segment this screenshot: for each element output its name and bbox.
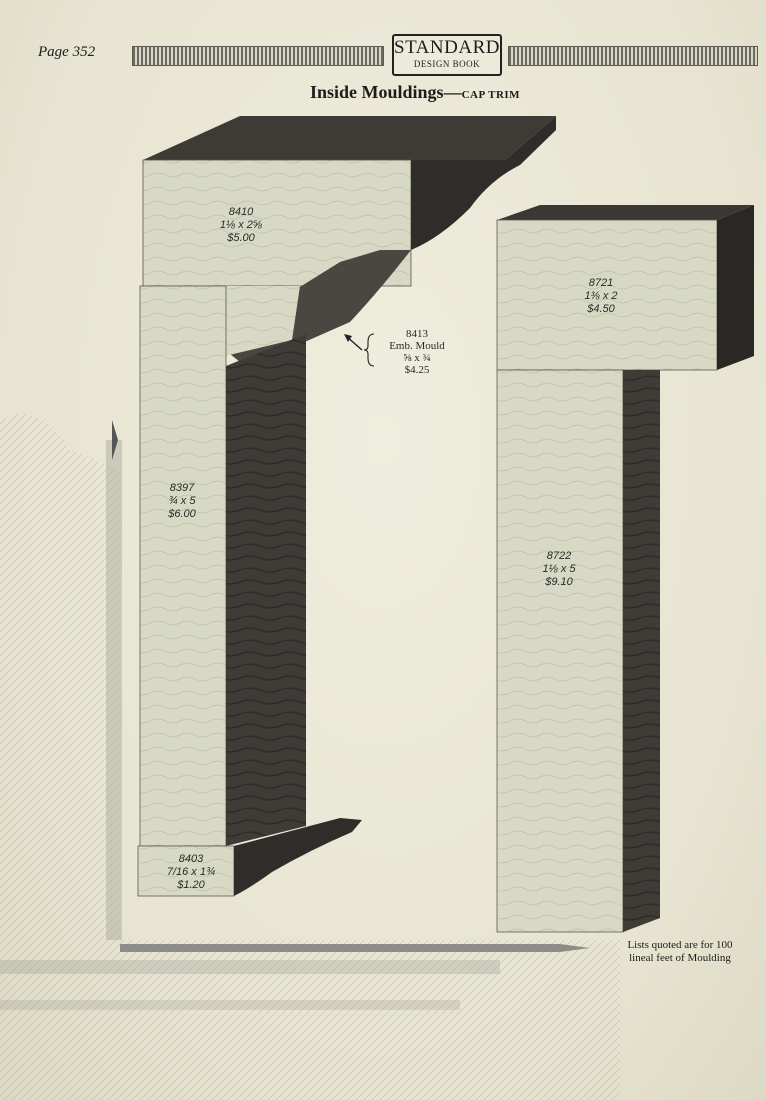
cap-8721-front bbox=[496, 219, 718, 371]
label-8403: 8403 7/16 x 1¾ $1.20 bbox=[156, 853, 226, 892]
cap-8410-front bbox=[142, 159, 412, 287]
casing-8722-front bbox=[496, 369, 624, 933]
cap-8410-profile bbox=[411, 116, 556, 250]
label-8397: 8397 ¾ x 5 $6.00 bbox=[150, 482, 214, 521]
label-8410-price: $5.00 bbox=[227, 232, 255, 244]
emb-mould-shadow-face bbox=[225, 286, 300, 356]
title-subtitle: CAP TRIM bbox=[461, 89, 521, 101]
label-8410-id: 8410 bbox=[228, 206, 254, 218]
callout-arrow-head bbox=[344, 334, 352, 342]
label-8413-name: Emb. Mould bbox=[389, 340, 445, 352]
brand-sub: DESIGN BOOK bbox=[413, 59, 481, 69]
stool-8403-profile bbox=[234, 818, 362, 896]
label-8410-size: 1⅛ x 2⅝ bbox=[219, 219, 263, 231]
label-8413-size: ⅝ x ¾ bbox=[403, 352, 431, 364]
cap-8410-top bbox=[143, 116, 556, 160]
label-8410: 8410 1⅛ x 2⅝ $5.00 bbox=[206, 206, 276, 245]
page-title: Inside Mouldings—CAP TRIM bbox=[310, 82, 520, 103]
label-8722-size: 1⅛ x 5 bbox=[542, 563, 576, 575]
footnote-line-2: lineal feet of Moulding bbox=[629, 952, 731, 964]
casing-8397-side bbox=[226, 334, 306, 846]
ornament-bar-right bbox=[508, 46, 758, 66]
page-number: Page 352 bbox=[38, 44, 96, 60]
label-8397-price: $6.00 bbox=[168, 508, 196, 520]
arrow-rule bbox=[120, 944, 590, 952]
title-dash: — bbox=[443, 82, 462, 102]
label-8413-id: 8413 bbox=[406, 328, 428, 340]
cap-8721-top bbox=[497, 205, 754, 220]
label-8413-price: $4.25 bbox=[404, 364, 430, 376]
casing-8397-front bbox=[139, 285, 227, 847]
label-8721: 8721 1⅜ x 2 $4.50 bbox=[566, 277, 636, 316]
label-8403-id: 8403 bbox=[178, 853, 204, 865]
finial-ornament bbox=[112, 420, 118, 460]
header-ornament-band: STANDARD DESIGN BOOK bbox=[132, 34, 758, 78]
label-8722-price: $9.10 bbox=[545, 576, 573, 588]
brand-main: STANDARD bbox=[394, 37, 500, 58]
callout-brace bbox=[363, 333, 375, 367]
label-8413: 8413 Emb. Mould ⅝ x ¾ $4.25 bbox=[374, 328, 460, 376]
label-8721-id: 8721 bbox=[588, 277, 614, 289]
ornament-bar-left bbox=[132, 46, 384, 66]
label-8722: 8722 1⅛ x 5 $9.10 bbox=[524, 550, 594, 589]
label-8397-id: 8397 bbox=[169, 482, 195, 494]
cap-8721-side bbox=[717, 205, 754, 370]
casing-8722-side bbox=[623, 370, 660, 932]
footnote-line-1: Lists quoted are for 100 bbox=[627, 939, 733, 951]
label-8722-id: 8722 bbox=[546, 550, 572, 562]
label-8721-price: $4.50 bbox=[587, 303, 615, 315]
label-8403-size: 7/16 x 1¾ bbox=[166, 866, 216, 878]
label-8403-price: $1.20 bbox=[177, 879, 205, 891]
title-text: Inside Mouldings bbox=[310, 82, 444, 102]
price-footnote: Lists quoted are for 100 lineal feet of … bbox=[600, 939, 760, 965]
background-sketch bbox=[0, 414, 620, 1100]
brand-logo: STANDARD DESIGN BOOK bbox=[392, 34, 502, 76]
label-8397-size: ¾ x 5 bbox=[168, 495, 196, 507]
label-8721-size: 1⅜ x 2 bbox=[584, 290, 618, 302]
